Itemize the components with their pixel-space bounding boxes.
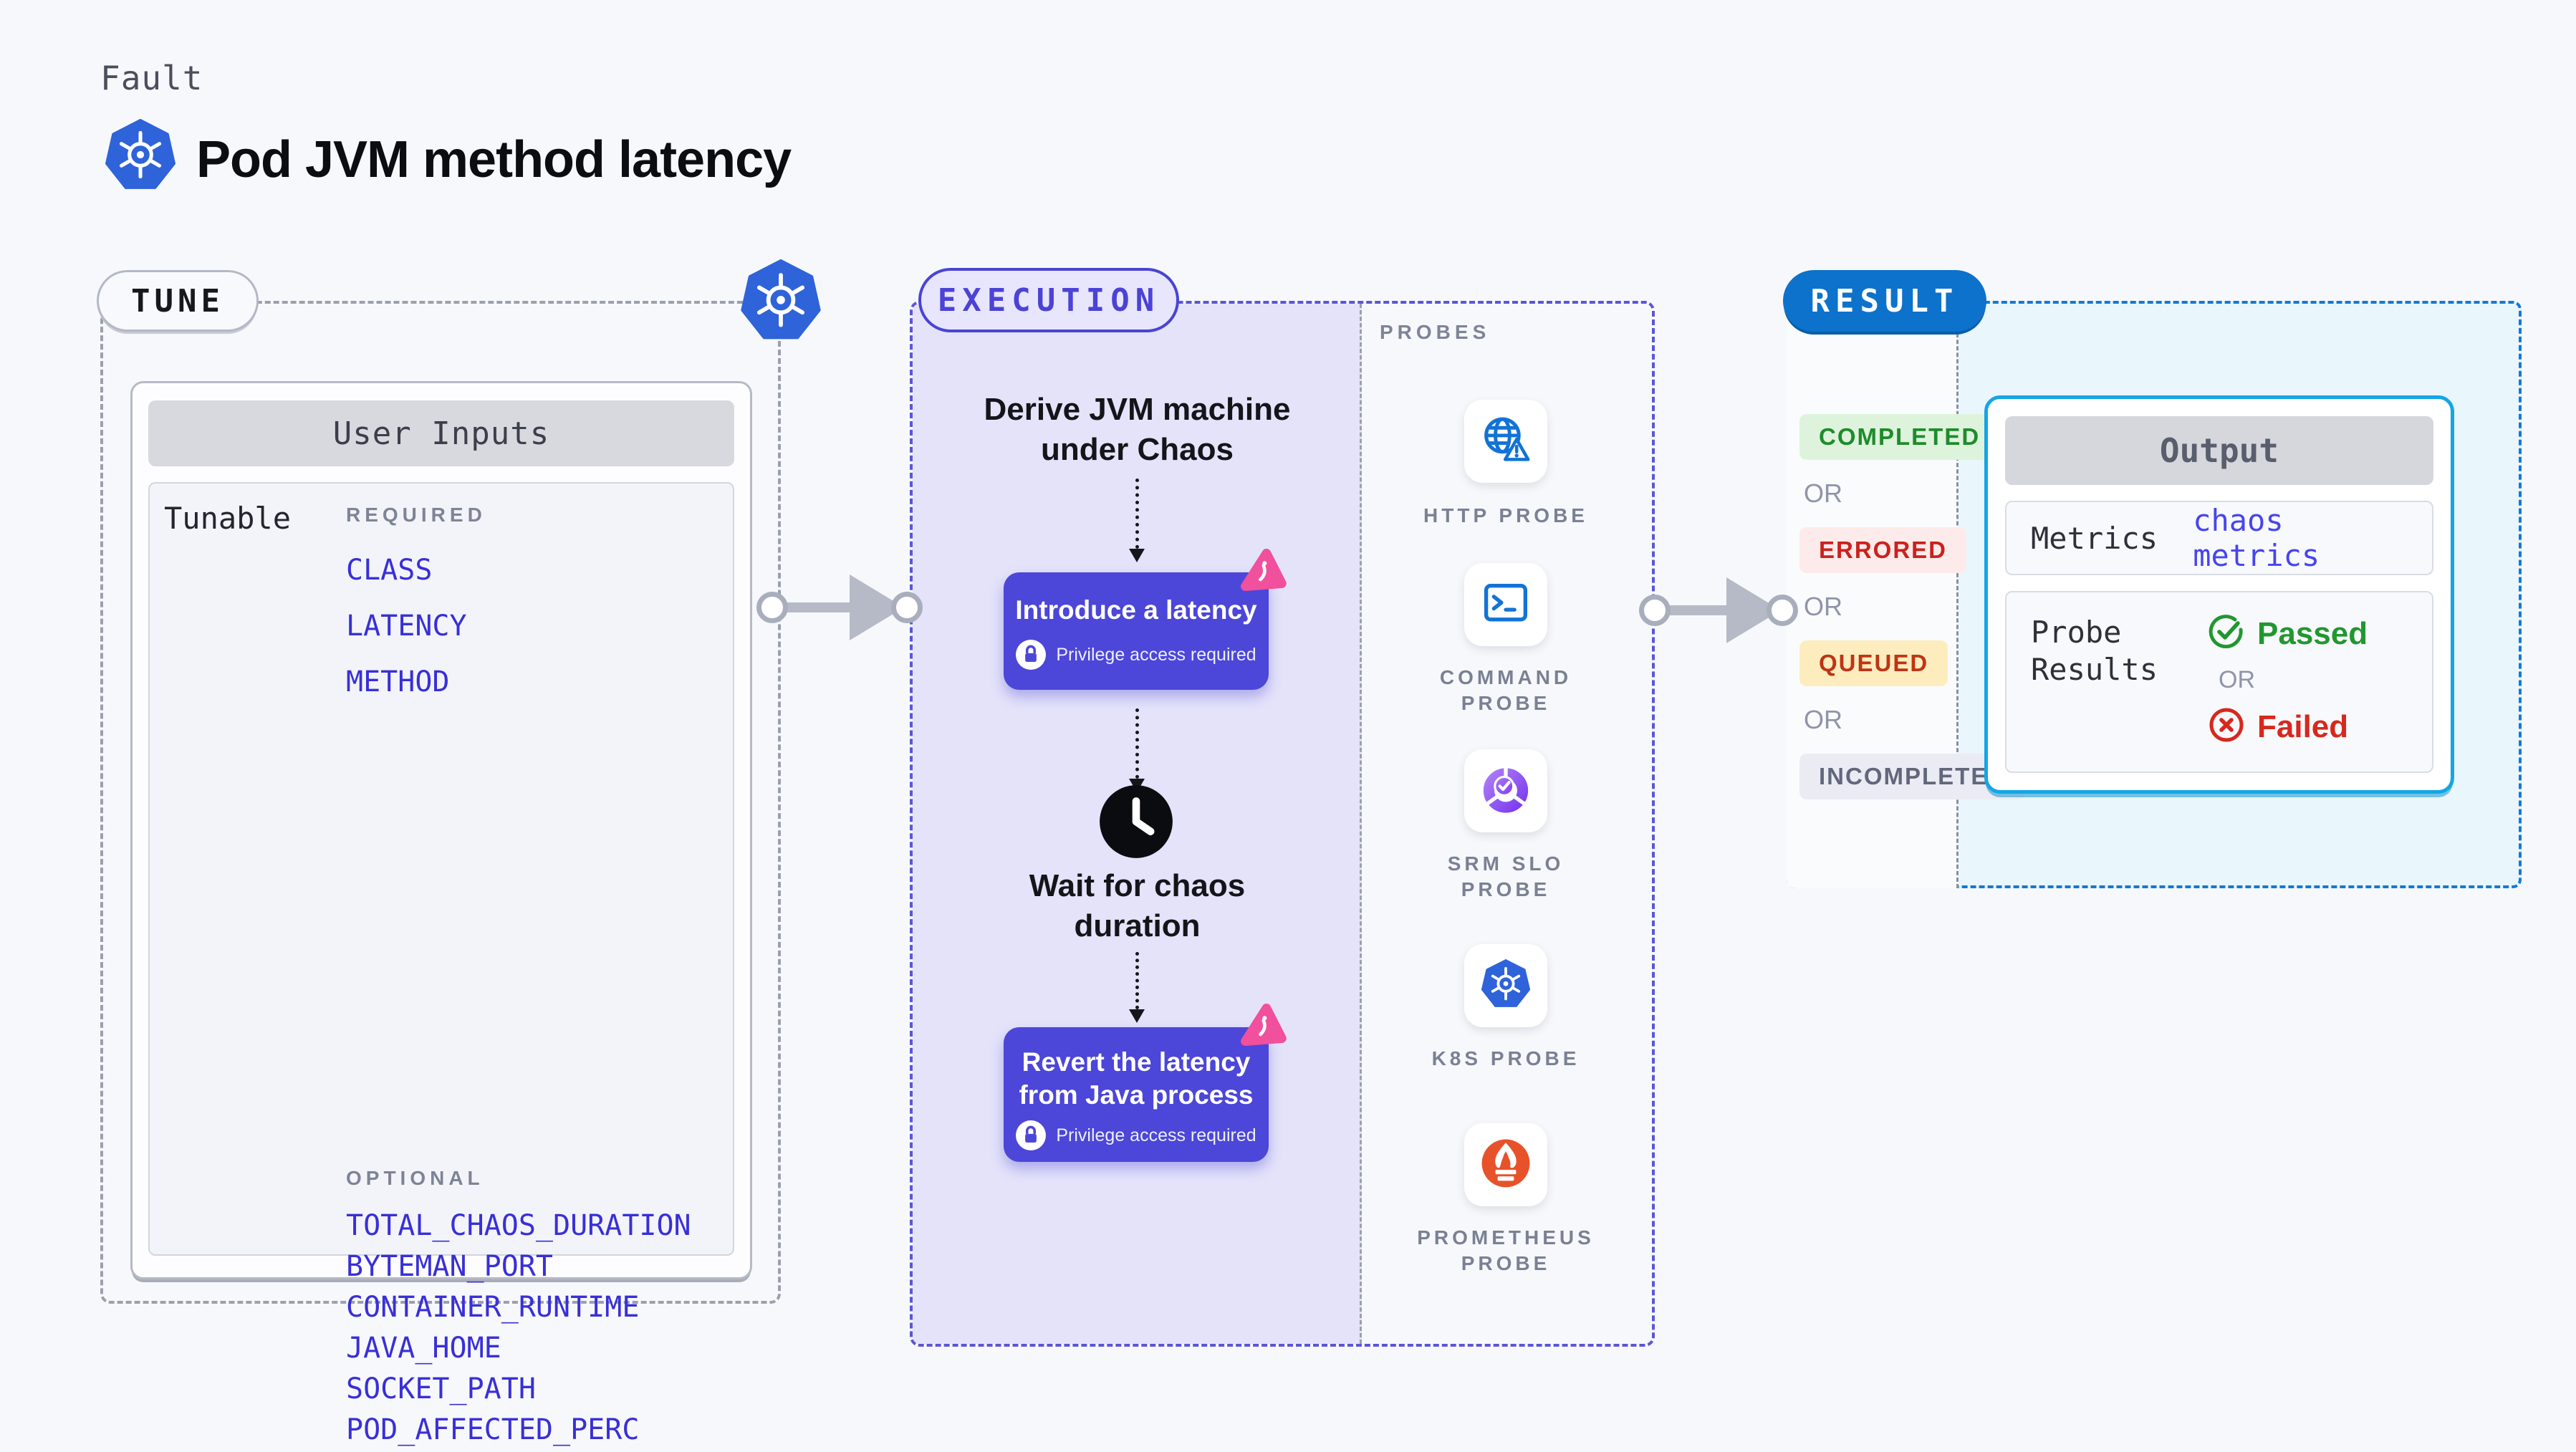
probe-label-prometheus: PROMETHEUS PROBE xyxy=(1413,1225,1599,1276)
probe-label-line: HTTP PROBE xyxy=(1423,504,1588,527)
probe-card-k8s[interactable] xyxy=(1464,944,1547,1027)
execution-group-box: Derive JVM machine under Chaos Introduce… xyxy=(910,301,1655,1347)
probe-label-line: PROMETHEUS xyxy=(1417,1226,1595,1249)
or-label: OR xyxy=(1804,705,1842,734)
probe-card-command[interactable] xyxy=(1464,563,1547,646)
chaos-spark-icon xyxy=(1236,1000,1292,1055)
required-list: CLASS LATENCY METHOD xyxy=(346,542,467,710)
optional-list: TOTAL_CHAOS_DURATION BYTEMAN_PORT CONTAINE… xyxy=(346,1206,691,1452)
probe-label-srm-slo: SRM SLO PROBE xyxy=(1413,851,1599,903)
user-inputs-header: User Inputs xyxy=(148,400,734,466)
result-pill[interactable]: RESULT xyxy=(1783,270,1986,332)
dotted-connector xyxy=(1135,479,1139,549)
probes-section-label: PROBES xyxy=(1380,321,1491,343)
connector-endpoint-circle xyxy=(891,592,923,623)
dotted-connector xyxy=(1135,708,1139,779)
input-field-link[interactable]: CONTAINER_RUNTIME xyxy=(346,1291,640,1324)
flow-arrow-execution-to-result xyxy=(1668,605,1728,615)
down-arrow-icon xyxy=(1129,1009,1145,1023)
input-field-link[interactable]: SOCKET_PATH xyxy=(346,1372,536,1405)
connector-endpoint-circle xyxy=(756,592,788,623)
check-circle-icon xyxy=(2209,614,2244,653)
chaos-spark-icon xyxy=(1236,545,1292,600)
or-label: OR xyxy=(1804,592,1842,621)
failed-label: Failed xyxy=(2257,708,2349,744)
lock-icon xyxy=(1016,640,1047,670)
connector-endpoint-circle xyxy=(1767,595,1798,626)
metrics-value[interactable]: chaos metrics xyxy=(2193,503,2320,573)
probe-label-line: PROBE xyxy=(1461,878,1551,900)
flow-arrow-tune-to-execution xyxy=(785,602,851,612)
derive-step-text: Derive JVM machine under Chaos xyxy=(984,392,1291,467)
prometheus-icon xyxy=(1479,1136,1533,1194)
probe-label-line: K8S PROBE xyxy=(1431,1047,1580,1069)
slo-donut-icon xyxy=(1479,762,1533,820)
probe-label-line: COMMAND xyxy=(1439,666,1572,688)
privilege-badge-text: Privilege access required xyxy=(1056,1125,1256,1145)
probe-label-http: HTTP PROBE xyxy=(1413,503,1599,529)
or-label: OR xyxy=(2219,666,2255,693)
user-inputs-card: User Inputs Tunable REQUIRED CLASS LATENC… xyxy=(130,381,752,1446)
failed-result-line: Failed xyxy=(2209,707,2368,746)
metrics-label: Metrics xyxy=(2031,520,2158,556)
probe-results-label: Probe Results xyxy=(2031,615,2158,687)
lock-icon xyxy=(1016,1120,1047,1150)
probe-label-command: COMMAND PROBE xyxy=(1413,665,1599,716)
node-title: Revert the latency from Java process xyxy=(1019,1047,1254,1110)
revert-latency-node[interactable]: Revert the latency from Java process Pri… xyxy=(1004,1027,1269,1162)
probe-results-row: Probe Results Passed OR xyxy=(2005,591,2433,773)
kubernetes-icon xyxy=(104,119,177,192)
input-field-link[interactable]: TOTAL_CHAOS_DURATION xyxy=(346,1209,691,1242)
status-badge-completed: COMPLETED xyxy=(1799,414,2000,460)
status-badge-queued: QUEUED xyxy=(1799,640,1948,686)
input-field-link[interactable]: LATENCY xyxy=(346,610,467,643)
input-field-link[interactable]: CLASS xyxy=(346,554,433,587)
down-arrow-icon xyxy=(1129,549,1145,562)
dotted-connector xyxy=(1135,952,1139,1009)
kubernetes-icon xyxy=(1479,957,1533,1015)
tune-group-box xyxy=(100,301,781,1304)
input-field-link[interactable]: BYTEMAN_PORT xyxy=(346,1250,553,1283)
execution-pill[interactable]: EXECUTION xyxy=(918,268,1179,332)
status-badge-errored: ERRORED xyxy=(1799,527,1967,573)
privilege-badge-text: Privilege access required xyxy=(1056,644,1256,665)
probe-card-prometheus[interactable] xyxy=(1464,1123,1547,1206)
terminal-icon xyxy=(1479,576,1533,634)
input-field-link[interactable]: POD_AFFECTED_PERC xyxy=(346,1413,640,1446)
probe-label-line: PROBE xyxy=(1461,692,1551,714)
or-label: OR xyxy=(1804,479,1842,508)
probe-label-k8s: K8S PROBE xyxy=(1413,1046,1599,1072)
probe-label-line: SRM SLO xyxy=(1447,852,1565,875)
output-card: Output Metrics chaos metrics Probe Resul… xyxy=(1984,395,2454,794)
tunable-row-label: Tunable xyxy=(164,501,292,536)
page-title: Pod JVM method latency xyxy=(196,131,792,188)
tune-pill[interactable]: TUNE xyxy=(97,270,259,332)
optional-section-label: OPTIONAL xyxy=(346,1167,484,1189)
probe-card-srm-slo[interactable] xyxy=(1464,749,1547,832)
x-circle-icon xyxy=(2209,707,2244,746)
input-field-link[interactable]: METHOD xyxy=(346,665,450,698)
fault-eyebrow-label: Fault xyxy=(100,59,203,97)
probe-card-http[interactable] xyxy=(1464,400,1547,483)
execution-flow-area: Derive JVM machine under Chaos Introduce… xyxy=(913,304,1362,1344)
wait-step-text: Wait for chaos duration xyxy=(1029,868,1246,943)
output-header: Output xyxy=(2005,416,2433,485)
metrics-row: Metrics chaos metrics xyxy=(2005,501,2433,575)
node-title: Introduce a latency xyxy=(1015,595,1257,625)
globe-alert-icon xyxy=(1479,413,1533,471)
probe-label-line: PROBE xyxy=(1461,1252,1551,1274)
passed-label: Passed xyxy=(2257,615,2368,651)
introduce-latency-node[interactable]: Introduce a latency Privilege access req… xyxy=(1004,572,1269,690)
input-field-link[interactable]: JAVA_HOME xyxy=(346,1332,501,1365)
kubernetes-icon xyxy=(739,259,822,342)
required-section-label: REQUIRED xyxy=(346,504,486,526)
clock-icon xyxy=(1098,784,1174,860)
tunable-table: Tunable REQUIRED CLASS LATENCY METHOD OPTI… xyxy=(148,482,734,1446)
connector-endpoint-circle xyxy=(1639,595,1671,626)
passed-result-line: Passed xyxy=(2209,614,2368,653)
